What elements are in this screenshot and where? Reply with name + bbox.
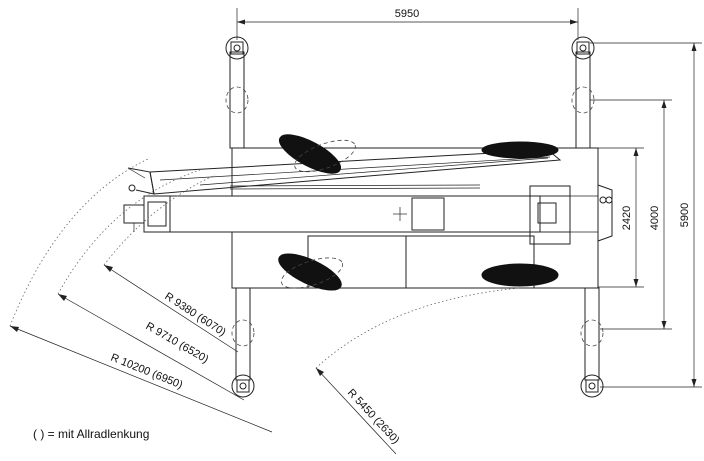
- radius-label-r1: R 9380 (6070): [162, 290, 228, 338]
- dimension-label-5950: 5950: [395, 8, 419, 20]
- turning-arcs: [9, 157, 521, 369]
- dimension-label-2420: 2420: [621, 206, 633, 230]
- tire-front-left: [278, 134, 356, 174]
- outrigger-front-left: [225, 36, 249, 149]
- radius-label-r4: R 5450 (2630): [345, 387, 402, 447]
- legend-note: ( ) = mit Allradlenkung: [33, 427, 150, 441]
- dimension-track-width: 2420: [598, 147, 644, 288]
- outrigger-rear-left: [571, 36, 595, 149]
- dimension-outrigger-span: 5950: [236, 8, 579, 40]
- outrigger-rear-right: [580, 287, 604, 398]
- crane-jib: [127, 149, 562, 195]
- dimension-label-5900: 5900: [679, 203, 691, 227]
- outrigger-front-right: [231, 287, 255, 398]
- radius-r2: R 9710 (6520): [57, 293, 245, 401]
- crane-boom: [123, 185, 571, 245]
- radius-r4: R 5450 (2630): [315, 367, 402, 455]
- dimension-label-4000: 4000: [649, 206, 661, 230]
- tire-rear-right: [481, 263, 559, 287]
- tire-front-right: [278, 253, 344, 291]
- dimension-track-width-outer: 4000: [590, 99, 672, 330]
- tire-rear-left: [481, 141, 559, 159]
- dimension-outrigger-length: 5900: [590, 42, 702, 388]
- radius-label-r3: R 10200 (6950): [109, 352, 184, 392]
- radius-label-r2: R 9710 (6520): [144, 320, 211, 366]
- radius-r3: R 10200 (6950): [9, 325, 273, 433]
